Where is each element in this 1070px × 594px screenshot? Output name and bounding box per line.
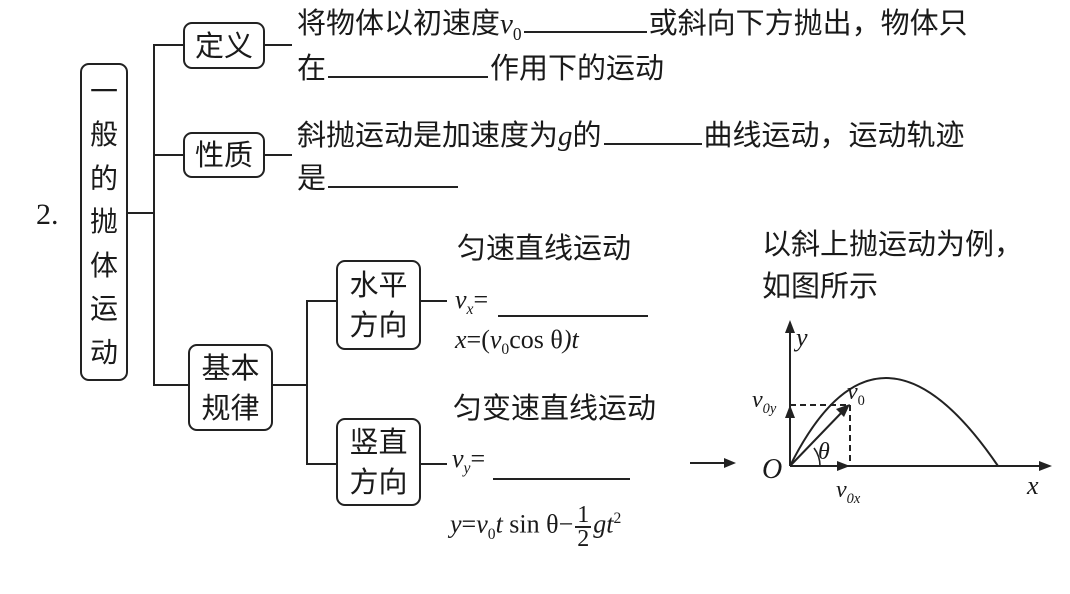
theta-arc xyxy=(813,447,821,467)
root-char: 体 xyxy=(89,248,118,282)
root-char: 的 xyxy=(89,161,118,195)
property-text-line2: 是 xyxy=(297,160,460,196)
blank-property-2[interactable] xyxy=(328,182,459,188)
horizontal-motion-type: 匀速直线运动 xyxy=(457,231,632,265)
horizontal-position-formula: x=(v0cos θ)t xyxy=(455,325,579,359)
definition-text-line1: 将物体以初速度v0 或斜向下方抛出，物体只 xyxy=(297,5,968,52)
root-char: 动 xyxy=(89,335,118,369)
property-node: 性质 xyxy=(183,132,265,178)
horizontal-label-line2: 方向 xyxy=(349,308,408,342)
connector-basic-laws-trunk xyxy=(272,384,307,386)
property-text-part: 斜抛运动是加速度为 xyxy=(297,118,559,152)
y-axis-arrow-icon xyxy=(785,320,795,333)
connector-to-property xyxy=(153,154,184,156)
theta-label: θ xyxy=(818,439,830,465)
v0y-arrow-icon xyxy=(785,405,795,418)
definition-text-part: 在 xyxy=(297,51,327,85)
vertical-label-line2: 方向 xyxy=(349,465,408,499)
blank-vertical-velocity[interactable] xyxy=(493,478,630,480)
connector-to-basic-laws xyxy=(153,384,189,386)
basic-laws-node: 基本 规律 xyxy=(188,344,273,431)
root-node-general-projectile-motion: 一 般 的 抛 体 运 动 xyxy=(80,63,128,381)
property-text-line1: 斜抛运动是加速度为g的 曲线运动，运动轨迹 xyxy=(297,117,965,154)
property-text-part: 曲线运动，运动轨迹 xyxy=(703,118,965,152)
basic-laws-label-line1: 基本 xyxy=(201,350,260,385)
root-char: 一 xyxy=(89,74,118,108)
section-number: 2. xyxy=(36,198,59,231)
definition-text-part: 或斜向下方抛出，物体只 xyxy=(648,6,968,40)
vertical-motion-type: 匀变速直线运动 xyxy=(453,391,657,425)
blank-property-1[interactable] xyxy=(603,139,702,145)
v0-symbol: v0 xyxy=(500,8,522,44)
g-symbol: g xyxy=(558,120,573,152)
property-text-part: 的 xyxy=(572,118,602,152)
connector-horizontal-text xyxy=(420,300,447,302)
horizontal-direction-node: 水平 方向 xyxy=(336,260,421,350)
v0x-label: v0x xyxy=(836,477,861,507)
pointer-arrow-icon xyxy=(690,458,736,468)
trunk-line-basic-laws xyxy=(306,300,308,465)
y-axis-label: y xyxy=(796,323,808,352)
projectile-figure xyxy=(785,320,1052,471)
trajectory-curve xyxy=(789,377,999,467)
definition-node: 定义 xyxy=(183,22,265,69)
vertical-velocity-formula: vy= xyxy=(452,444,486,478)
connector-definition-text xyxy=(264,44,292,46)
v0-label: v0 xyxy=(847,379,865,409)
v0x-arrow-icon xyxy=(837,461,850,471)
blank-horizontal-velocity[interactable] xyxy=(498,315,648,317)
blank-definition-2[interactable] xyxy=(328,72,489,78)
definition-text-part: 作用下的运动 xyxy=(490,51,665,85)
definition-text-line2: 在 作用下的运动 xyxy=(297,50,664,86)
horizontal-velocity-formula: vx= xyxy=(455,285,489,319)
root-char: 般 xyxy=(89,118,118,152)
blank-definition-1[interactable] xyxy=(523,27,647,33)
connector-root-trunk xyxy=(128,212,154,214)
example-note-line2: 如图所示 xyxy=(762,269,879,303)
basic-laws-label-line2: 规律 xyxy=(201,390,260,425)
connector-property-text xyxy=(264,154,292,156)
property-label: 性质 xyxy=(194,138,253,172)
root-char: 运 xyxy=(89,292,118,326)
connector-vertical-text xyxy=(420,463,447,465)
vertical-direction-node: 竖直 方向 xyxy=(336,418,421,506)
vertical-label-line1: 竖直 xyxy=(349,425,408,459)
origin-label: O xyxy=(762,454,783,485)
connector-to-horizontal xyxy=(306,300,337,302)
example-note-line1: 以斜上抛运动为例， xyxy=(762,227,1024,261)
v0-vector-line xyxy=(789,409,845,467)
trunk-line-main xyxy=(153,44,155,386)
x-axis-arrow-icon xyxy=(1039,461,1052,471)
x-axis-label: x xyxy=(1027,471,1039,500)
v0y-label: v0y xyxy=(752,387,777,417)
horizontal-label-line1: 水平 xyxy=(349,268,408,302)
v0-arrow-icon xyxy=(836,404,850,417)
connector-to-definition xyxy=(153,44,184,46)
definition-label: 定义 xyxy=(194,28,253,63)
definition-text-part: 将物体以初速度 xyxy=(297,6,501,40)
root-char: 抛 xyxy=(89,205,118,239)
connector-to-vertical xyxy=(306,463,337,465)
property-text-part: 是 xyxy=(297,161,327,195)
